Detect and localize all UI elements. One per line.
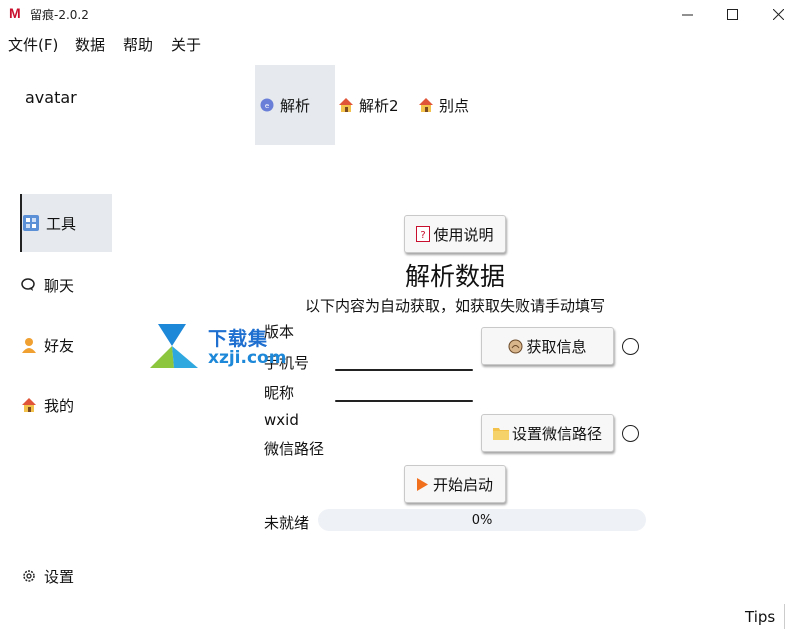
house-icon bbox=[418, 97, 434, 113]
play-icon bbox=[416, 477, 428, 491]
status-text: 未就绪 bbox=[264, 514, 310, 532]
page-subtitle: 以下内容为自动获取，如获取失败请手动填写 bbox=[304, 297, 605, 315]
tab-parse2[interactable]: 解析2 bbox=[338, 65, 399, 145]
help-button-label: 使用说明 bbox=[433, 225, 494, 244]
sidebar-item-label: 好友 bbox=[44, 336, 75, 355]
close-icon bbox=[772, 8, 784, 20]
watermark-url: xzji.com bbox=[208, 348, 287, 368]
sidebar-item-label: 工具 bbox=[46, 214, 77, 233]
field-label-phone: 手机号 bbox=[264, 354, 310, 372]
field-label-wechat-path: 微信路径 bbox=[264, 440, 325, 458]
sidebar-item-label: 我的 bbox=[44, 396, 75, 415]
sidebar-item-friends[interactable]: 好友 bbox=[20, 326, 110, 364]
sidebar-item-mine[interactable]: 我的 bbox=[20, 386, 110, 424]
tab-parse[interactable]: e 解析 bbox=[255, 65, 335, 145]
wechat-path-status-radio[interactable] bbox=[622, 425, 639, 442]
sidebar-item-chat[interactable]: 聊天 bbox=[20, 266, 110, 304]
menu-about[interactable]: 关于 bbox=[171, 36, 202, 54]
watermark-title: 下载集 bbox=[208, 328, 269, 350]
nickname-field[interactable] bbox=[335, 400, 473, 402]
house-icon bbox=[20, 396, 38, 414]
get-info-status-radio[interactable] bbox=[622, 338, 639, 355]
avatar[interactable]: avatar bbox=[25, 88, 77, 107]
progress-text: 0% bbox=[471, 512, 493, 528]
chat-icon bbox=[20, 276, 38, 294]
sidebar-item-tools[interactable]: 工具 bbox=[20, 194, 112, 252]
window-title: 留痕-2.0.2 bbox=[30, 8, 89, 22]
field-label-wxid: wxid bbox=[264, 411, 299, 429]
tips-link[interactable]: Tips bbox=[745, 608, 776, 626]
sidebar: avatar 工具 聊天 好友 我的 设置 bbox=[0, 58, 128, 629]
status-divider bbox=[784, 604, 785, 629]
maximize-button[interactable] bbox=[709, 0, 755, 28]
menu-bar: 文件(F) 数据 帮助 关于 bbox=[0, 28, 801, 58]
set-path-label: 设置微信路径 bbox=[511, 424, 602, 443]
help-icon: ? bbox=[416, 226, 431, 242]
start-label: 开始启动 bbox=[432, 475, 493, 494]
sidebar-item-settings[interactable]: 设置 bbox=[20, 557, 110, 595]
minimize-button[interactable] bbox=[664, 0, 710, 28]
menu-file[interactable]: 文件(F) bbox=[8, 36, 59, 54]
get-info-label: 获取信息 bbox=[526, 337, 587, 356]
help-button[interactable]: ? 使用说明 bbox=[404, 215, 506, 253]
minimize-icon bbox=[681, 14, 693, 15]
watermark: 下载集 xzji.com bbox=[150, 324, 290, 374]
tab-label: 解析2 bbox=[359, 96, 399, 115]
watermark-logo-icon bbox=[150, 324, 198, 368]
field-label-nickname: 昵称 bbox=[264, 384, 295, 402]
page-title: 解析数据 bbox=[404, 262, 505, 291]
field-label-version: 版本 bbox=[264, 323, 295, 341]
close-button[interactable] bbox=[755, 0, 801, 28]
house-icon bbox=[338, 97, 354, 113]
start-button[interactable]: 开始启动 bbox=[404, 465, 506, 503]
person-icon bbox=[20, 336, 38, 354]
decode-icon: e bbox=[259, 97, 275, 113]
menu-help[interactable]: 帮助 bbox=[123, 36, 154, 54]
folder-icon bbox=[492, 426, 509, 440]
set-wechat-path-button[interactable]: 设置微信路径 bbox=[481, 414, 614, 452]
main-panel: e 解析 解析2 别点 bbox=[128, 58, 801, 629]
toolbox-icon bbox=[22, 214, 40, 232]
sidebar-item-label: 聊天 bbox=[44, 276, 75, 295]
phone-field[interactable] bbox=[335, 369, 473, 371]
title-bar: M 留痕-2.0.2 bbox=[0, 0, 801, 28]
hand-icon bbox=[508, 339, 523, 354]
progress-bar: 0% bbox=[318, 509, 646, 531]
menu-data[interactable]: 数据 bbox=[75, 36, 106, 54]
svg-text:e: e bbox=[265, 102, 269, 110]
maximize-icon bbox=[726, 8, 738, 20]
app-logo: M bbox=[9, 5, 21, 21]
get-info-button[interactable]: 获取信息 bbox=[481, 327, 614, 365]
tab-dont-click[interactable]: 别点 bbox=[418, 65, 469, 145]
gear-icon bbox=[20, 567, 38, 585]
tab-label: 解析 bbox=[280, 96, 311, 115]
tab-label: 别点 bbox=[439, 96, 470, 115]
sidebar-item-label: 设置 bbox=[44, 567, 75, 586]
svg-text:?: ? bbox=[421, 230, 426, 241]
